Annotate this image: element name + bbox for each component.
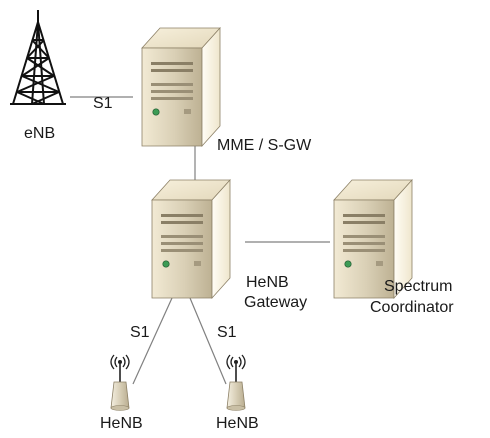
server-icon-mme xyxy=(141,27,221,147)
link-gateway-henb-right xyxy=(189,297,227,385)
cell-tower-icon xyxy=(10,10,66,105)
link-enb-mme-label: S1 xyxy=(93,95,113,112)
gateway-label-line2: Gateway xyxy=(244,294,308,311)
coordinator-label-line2: Coordinator xyxy=(370,299,454,316)
server-icon-gateway xyxy=(151,179,231,299)
link-gateway-henb-right-label: S1 xyxy=(217,324,237,341)
femtocell-antenna-icon-left xyxy=(110,354,130,412)
enb-label: eNB xyxy=(24,125,56,142)
gateway-label-line1: HeNB xyxy=(246,274,289,291)
henb-right-label: HeNB xyxy=(216,415,259,432)
henb-left-label: HeNB xyxy=(100,415,143,432)
femtocell-antenna-icon-right xyxy=(226,354,246,412)
coordinator-label-line1: Spectrum xyxy=(384,278,453,295)
mme-label: MME / S-GW xyxy=(217,137,312,154)
link-gateway-henb-left xyxy=(132,297,173,385)
link-gateway-henb-left-label: S1 xyxy=(130,324,150,341)
